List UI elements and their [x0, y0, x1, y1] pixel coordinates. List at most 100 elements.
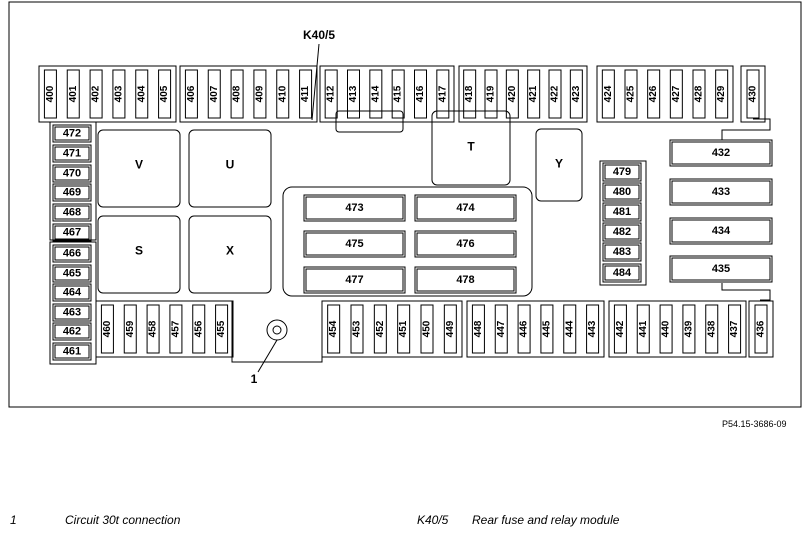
fuse-inner-432	[671, 141, 771, 165]
bottom-fuse-group-2	[321, 300, 463, 358]
relay-Y	[535, 128, 583, 202]
fuse-460	[100, 304, 114, 354]
fuse-462	[52, 322, 92, 341]
fuse-434	[669, 217, 773, 245]
fuse-402	[89, 69, 103, 119]
fuse-label-443: 443	[587, 320, 598, 337]
fuse-456	[192, 304, 206, 354]
fuse-inner-433	[671, 180, 771, 204]
fuse-label-451: 451	[398, 320, 409, 337]
static-layer	[231, 43, 771, 373]
fuse-label-421: 421	[528, 85, 539, 102]
fuse-inner-468	[54, 205, 90, 220]
fuse-475	[303, 230, 406, 258]
fuse-401	[66, 69, 80, 119]
fuse-inner-484	[604, 265, 640, 281]
fuse-label-413: 413	[348, 85, 359, 102]
fuse-label-449: 449	[445, 320, 456, 337]
right-connector-line-top	[721, 118, 771, 140]
fuse-label-477: 477	[345, 274, 363, 286]
fuse-inner-473	[305, 196, 404, 220]
fuse-label-448: 448	[473, 320, 484, 337]
fuse-inner-480	[604, 184, 640, 200]
center-fuse-frame	[282, 186, 533, 297]
fuse-label-408: 408	[232, 85, 243, 102]
fuse-inner-472	[54, 126, 90, 141]
fuse-473	[303, 194, 406, 222]
fuse-inner-483	[604, 244, 640, 260]
relay-X	[188, 215, 272, 294]
fuse-426	[647, 69, 661, 119]
center-fuse-column	[599, 160, 647, 286]
fuse-433	[669, 178, 773, 206]
fuse-471	[52, 144, 92, 163]
fuse-label-467: 467	[63, 227, 81, 239]
fuse-inner-481	[604, 204, 640, 220]
fuse-455	[215, 304, 229, 354]
fuse-label-420: 420	[507, 85, 518, 102]
bottom-fuse-group-4	[608, 300, 747, 358]
fuse-label-427: 427	[671, 85, 682, 102]
fuse-442	[613, 304, 627, 354]
fuse-inner-476	[416, 232, 515, 256]
fuse-label-411: 411	[300, 85, 311, 102]
fuse-432	[669, 139, 773, 167]
fuse-label-436: 436	[756, 320, 767, 337]
fuse-label-471: 471	[63, 148, 81, 160]
fuse-label-464: 464	[63, 287, 82, 299]
fuse-label-434: 434	[712, 225, 731, 237]
fuse-label-418: 418	[464, 85, 475, 102]
fuse-label-412: 412	[326, 85, 337, 102]
fuse-467	[52, 223, 92, 242]
fuse-label-439: 439	[683, 320, 694, 337]
fuse-447	[494, 304, 508, 354]
fuse-label-483: 483	[613, 246, 631, 258]
fuse-label-410: 410	[277, 85, 288, 102]
fuse-inner-477	[305, 268, 404, 292]
fuse-inner-461	[54, 344, 90, 359]
fuse-label-407: 407	[209, 85, 220, 102]
fuse-label-478: 478	[456, 274, 474, 286]
fuse-469	[52, 183, 92, 202]
fuse-414	[369, 69, 383, 119]
fuse-425	[624, 69, 638, 119]
fuse-label-406: 406	[186, 85, 197, 102]
relay-T	[431, 110, 511, 186]
fuse-label-466: 466	[63, 248, 81, 260]
circuit-30t-stud	[266, 319, 288, 341]
fuse-label-480: 480	[613, 186, 631, 198]
fuse-label-469: 469	[63, 187, 81, 199]
fuse-label-401: 401	[68, 85, 79, 102]
fuse-404	[135, 69, 149, 119]
fuse-label-450: 450	[422, 320, 433, 337]
fuse-label-423: 423	[571, 85, 582, 102]
fuse-label-433: 433	[712, 186, 730, 198]
fuse-label-465: 465	[63, 268, 81, 280]
fuse-label-458: 458	[148, 320, 159, 337]
fuse-411	[299, 69, 313, 119]
right-connector-line-bottom	[721, 283, 771, 301]
fuse-437	[728, 304, 742, 354]
left-fuse-group-bottom	[49, 241, 97, 365]
fuse-label-484: 484	[613, 267, 632, 279]
bottom-end-group	[748, 300, 774, 358]
fuse-label-400: 400	[45, 85, 56, 102]
legend-key-1: 1	[10, 513, 17, 527]
fuse-410	[276, 69, 290, 119]
fuse-label-402: 402	[91, 85, 102, 102]
fuse-457	[169, 304, 183, 354]
fuse-468	[52, 203, 92, 222]
fuse-label-455: 455	[216, 320, 227, 337]
figure-reference: P54.15-3686-09	[722, 419, 787, 429]
fuse-406	[184, 69, 198, 119]
fuse-inner-465	[54, 266, 90, 281]
fuse-466	[52, 244, 92, 263]
fuse-418	[463, 69, 477, 119]
fuse-483	[602, 242, 642, 262]
fuse-inner-462	[54, 324, 90, 339]
fuse-436	[754, 304, 768, 354]
fuse-label-476: 476	[456, 238, 474, 250]
relay-label-V: V	[135, 158, 143, 172]
fuse-458	[146, 304, 160, 354]
